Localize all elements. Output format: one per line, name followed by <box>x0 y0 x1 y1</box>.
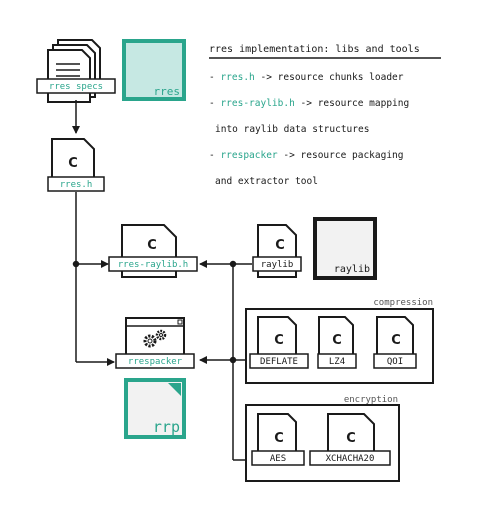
xchacha20-label: XCHACHA20 <box>326 454 375 464</box>
rres-specs-label: rres specs <box>49 82 103 92</box>
rres-logo: rres <box>122 39 186 101</box>
rres-raylib-h-node: C rres-raylib.h <box>108 224 198 278</box>
rrp-logo: rrp <box>124 378 186 439</box>
compression-group: compression C DEFLATE C LZ4 C QOI <box>245 298 434 384</box>
raylib-logo: raylib <box>313 217 377 280</box>
compression-caption: compression <box>373 298 433 308</box>
legend-item-rrespacker: - rrespacker -> resource packaging <box>209 150 404 161</box>
aes-label: AES <box>270 454 286 464</box>
rrp-logo-text: rrp <box>153 418 180 436</box>
rres-specs-node: rres specs <box>36 39 116 103</box>
svg-text:C: C <box>346 431 356 446</box>
encryption-group: encryption C AES C XCHACHA20 <box>245 395 400 482</box>
rres-logo-text: rres <box>154 85 181 98</box>
rres-h-node: C rres.h <box>47 138 105 192</box>
app-window-icon <box>125 317 185 359</box>
connectors <box>72 192 252 461</box>
lz4-node: C LZ4 <box>317 316 357 369</box>
qoi-label: QOI <box>387 357 403 367</box>
legend: rres implementation: libs and tools - rr… <box>209 44 441 187</box>
svg-text:C: C <box>332 333 342 348</box>
legend-item-rres-h: - rres.h -> resource chunks loader <box>209 72 404 83</box>
svg-text:C: C <box>147 238 157 253</box>
legend-item-rrespacker-cont: and extractor tool <box>215 176 318 187</box>
xchacha20-node: C XCHACHA20 <box>309 413 391 466</box>
legend-title: rres implementation: libs and tools <box>209 44 420 55</box>
svg-text:C: C <box>275 238 285 253</box>
deflate-label: DEFLATE <box>260 357 298 367</box>
rres-raylib-h-label: rres-raylib.h <box>118 260 188 270</box>
legend-item-rres-raylib: - rres-raylib.h -> resource mapping <box>209 98 409 109</box>
raylib-h-label: raylib <box>261 260 294 270</box>
aes-node: C AES <box>251 413 305 466</box>
qoi-node: C QOI <box>373 316 417 369</box>
svg-text:C: C <box>274 431 284 446</box>
svg-text:C: C <box>68 156 78 171</box>
encryption-caption: encryption <box>344 395 398 405</box>
rres-h-label: rres.h <box>60 180 93 190</box>
rrespacker-label: rrespacker <box>128 357 183 367</box>
lz4-label: LZ4 <box>329 357 345 367</box>
svg-text:C: C <box>274 333 284 348</box>
gear-icon <box>143 329 167 348</box>
deflate-node: C DEFLATE <box>249 316 309 369</box>
legend-item-rres-raylib-cont: into raylib data structures <box>215 124 369 135</box>
raylib-logo-text: raylib <box>334 264 370 275</box>
rrespacker-node: rrespacker <box>115 317 195 369</box>
raylib-h-node: C raylib <box>252 224 302 278</box>
svg-text:C: C <box>391 333 401 348</box>
